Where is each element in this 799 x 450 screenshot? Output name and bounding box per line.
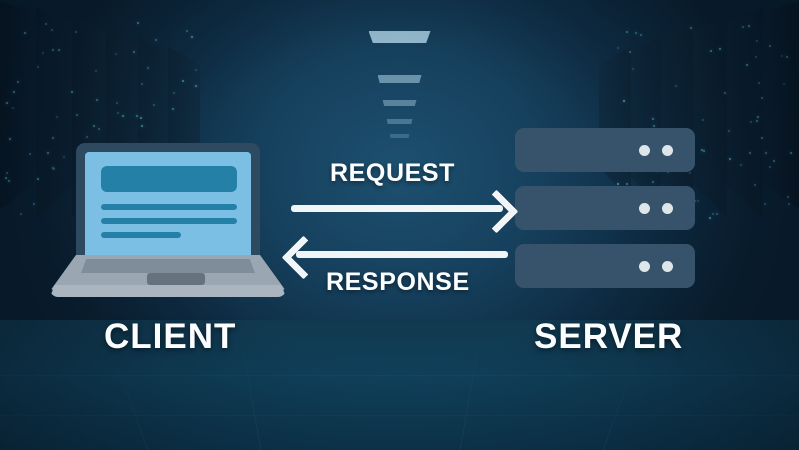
rack-led-icon bbox=[700, 148, 703, 151]
ceiling-light-5-icon bbox=[389, 134, 410, 138]
screen-text-line-2 bbox=[101, 218, 237, 224]
rack-led-icon bbox=[8, 137, 11, 140]
server-led-icon bbox=[639, 145, 650, 156]
rack-led-icon bbox=[75, 113, 78, 116]
rack-led-icon bbox=[19, 212, 22, 215]
rack-led-icon bbox=[750, 120, 753, 123]
rack-led-icon bbox=[37, 177, 40, 180]
rack-led-icon bbox=[785, 55, 788, 58]
response-arrow-shaft bbox=[296, 251, 508, 258]
server-led-icon bbox=[662, 145, 673, 156]
server-led-icon bbox=[662, 203, 673, 214]
rack-led-icon bbox=[689, 26, 692, 29]
rack-led-icon bbox=[729, 157, 731, 160]
rack-led-icon bbox=[94, 69, 97, 72]
rack-led-icon bbox=[13, 90, 16, 93]
rack-led-icon bbox=[760, 136, 763, 139]
rack-led-icon bbox=[747, 25, 750, 28]
rack-led-icon bbox=[628, 50, 631, 53]
rack-led-icon bbox=[632, 67, 635, 70]
rack-led-icon bbox=[98, 127, 101, 130]
rack-led-icon bbox=[749, 151, 752, 154]
screen-header-block bbox=[101, 166, 237, 192]
rack-led-icon bbox=[788, 202, 791, 205]
server-unit-1 bbox=[515, 128, 695, 172]
rack-led-icon bbox=[44, 23, 47, 26]
ceiling-light-4-icon bbox=[386, 119, 413, 124]
rack-led-icon bbox=[116, 111, 119, 114]
client-label: CLIENT bbox=[104, 317, 237, 356]
screen-text-line-1 bbox=[101, 204, 237, 210]
ceiling-light-2-icon bbox=[377, 75, 422, 83]
server-label: SERVER bbox=[534, 317, 684, 356]
server-led-icon bbox=[639, 261, 650, 272]
rack-led-icon bbox=[121, 115, 124, 118]
rack-led-icon bbox=[634, 32, 637, 35]
rack-led-icon bbox=[140, 83, 143, 86]
rack-led-icon bbox=[702, 149, 705, 152]
laptop-lid bbox=[76, 143, 260, 271]
laptop-keyboard-deck bbox=[81, 259, 255, 273]
rack-led-icon bbox=[786, 195, 789, 198]
rack-led-icon bbox=[133, 50, 135, 53]
rack-led-icon bbox=[753, 183, 756, 186]
laptop-front-edge bbox=[50, 285, 286, 297]
rack-led-icon bbox=[768, 165, 771, 168]
rack-led-icon bbox=[70, 90, 73, 93]
rack-led-icon bbox=[152, 104, 155, 107]
rack-led-icon bbox=[718, 47, 721, 50]
server-rack-icon bbox=[515, 128, 695, 288]
rack-led-icon bbox=[716, 212, 719, 215]
rack-led-icon bbox=[74, 30, 77, 33]
rack-led-icon bbox=[789, 151, 792, 154]
laptop-icon bbox=[50, 143, 286, 303]
server-led-icon bbox=[639, 203, 650, 214]
rack-led-icon bbox=[140, 125, 143, 128]
rack-led-icon bbox=[115, 101, 118, 104]
ceiling-light-1-icon bbox=[368, 31, 431, 43]
rack-led-icon bbox=[114, 52, 117, 55]
response-label: RESPONSE bbox=[326, 268, 470, 296]
rack-led-icon bbox=[11, 106, 14, 109]
rack-led-icon bbox=[5, 176, 8, 179]
request-label: REQUEST bbox=[330, 159, 456, 187]
server-unit-3 bbox=[515, 244, 695, 288]
rack-led-icon bbox=[622, 99, 625, 102]
rack-led-icon bbox=[724, 91, 727, 94]
rack-led-icon bbox=[41, 51, 44, 54]
rack-led-icon bbox=[760, 96, 763, 99]
server-led-icon bbox=[662, 261, 673, 272]
laptop-trackpad bbox=[147, 273, 205, 285]
rack-led-icon bbox=[23, 31, 26, 34]
ceiling-light-3-icon bbox=[382, 100, 417, 106]
background-rack-left-1 bbox=[0, 0, 40, 214]
rack-led-icon bbox=[16, 80, 19, 83]
rack-led-icon bbox=[57, 48, 60, 51]
rack-led-icon bbox=[739, 164, 742, 166]
rack-led-icon bbox=[711, 212, 714, 215]
background-rack-right-1 bbox=[759, 0, 799, 214]
request-arrow-shaft bbox=[291, 205, 503, 212]
screen-text-line-3 bbox=[101, 232, 181, 238]
server-unit-2 bbox=[515, 186, 695, 230]
laptop-screen bbox=[85, 152, 251, 261]
rack-led-icon bbox=[675, 84, 678, 87]
